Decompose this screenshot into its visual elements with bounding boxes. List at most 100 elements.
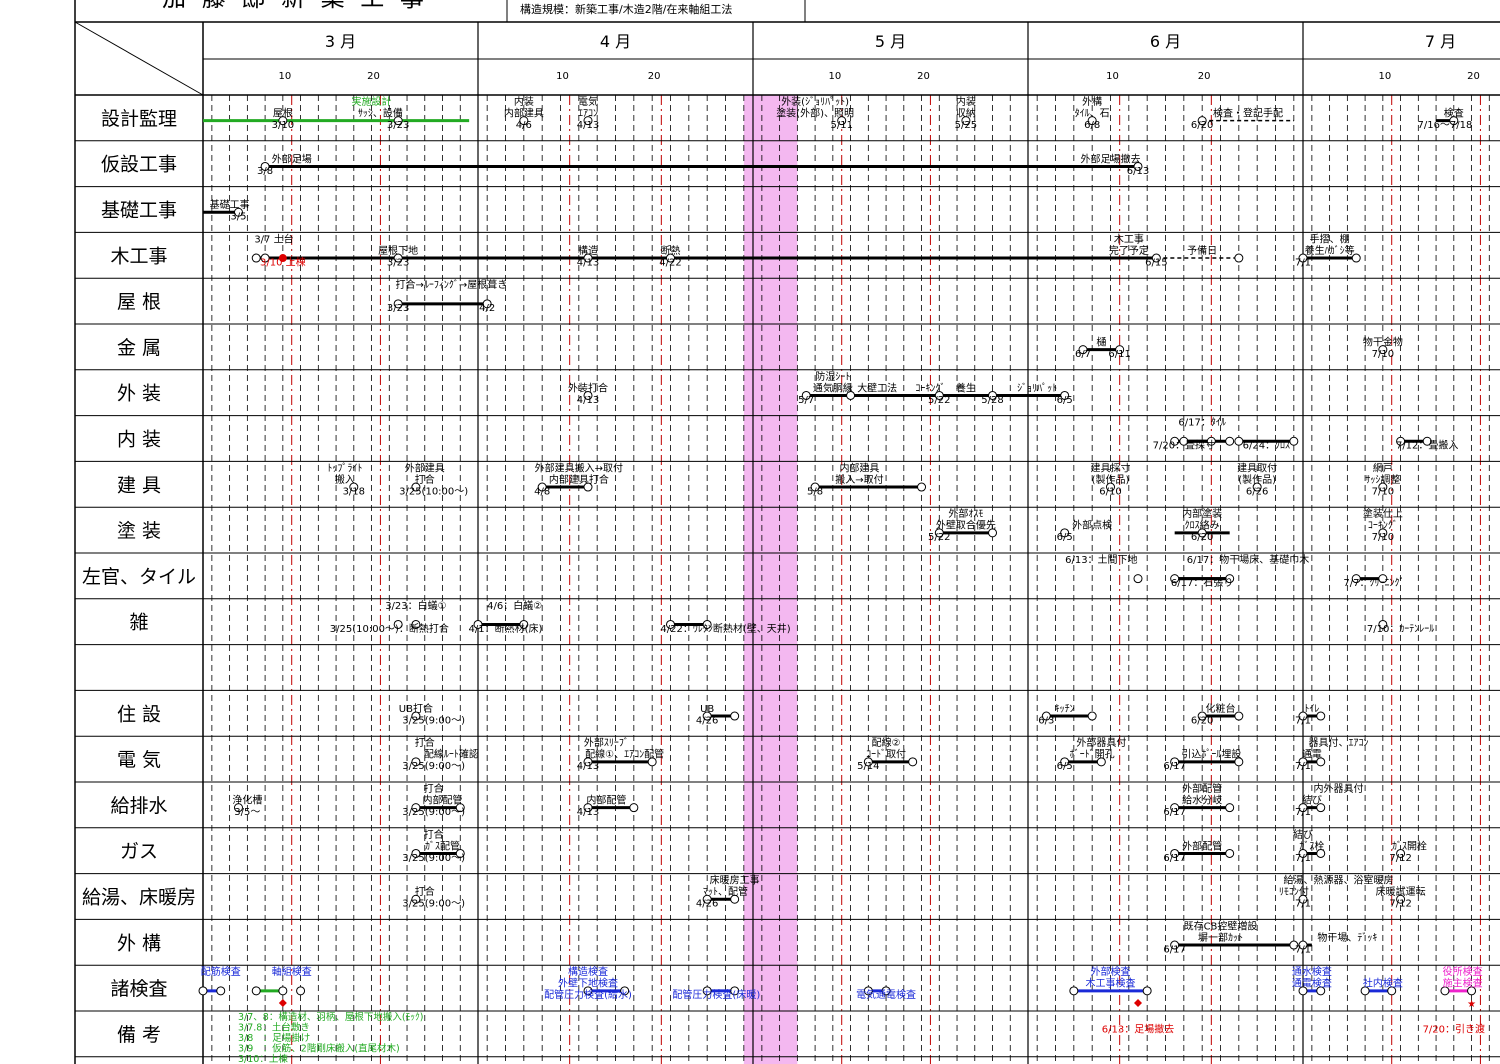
task-label: 3/25(9:00〜) (402, 899, 465, 910)
task-label: 4/8 (534, 486, 550, 497)
task-node (1133, 161, 1143, 171)
task-node (216, 986, 226, 996)
task-node (1225, 803, 1235, 813)
category-label: 左官、タイル (82, 566, 196, 588)
task-node (519, 619, 529, 629)
task-label: 化粧台 (1206, 702, 1236, 715)
category-label: 外 構 (117, 932, 161, 954)
task-label: 7/12：畳搬入 (1396, 439, 1458, 452)
task-label: ｶﾞｽ栓 (1299, 839, 1324, 852)
grid-layer (74, 0, 1500, 1064)
task-label: 内外器具付 (1313, 782, 1363, 795)
task-label: 完了予定 (1109, 244, 1149, 257)
day-tick-label: 20 (1198, 71, 1211, 82)
task-label: 樋 (1096, 336, 1106, 349)
task-label: UB打合 (399, 702, 433, 715)
task-label: 木工事 (1114, 232, 1144, 245)
task-node (988, 528, 998, 538)
task-label: 4/26 (696, 715, 718, 726)
category-label: 諸検査 (110, 978, 167, 1000)
task-label: 4/6 (516, 120, 532, 131)
task-label: 外構 (1082, 95, 1102, 108)
task-label: 3/8 (257, 166, 273, 177)
task-label: 外部足場 (272, 152, 312, 165)
header-layer: 加 藤 邸 新 築 工 事 構造規模：新築工事/木造2階/在来軸組工法 3 月1… (162, 0, 1480, 82)
task-label: 大壁工法 (857, 381, 897, 394)
task-node (411, 482, 421, 492)
task-node (1151, 253, 1161, 263)
task-label: 施主検査 (1443, 977, 1483, 990)
task-label: 木工事検査 (1086, 977, 1136, 990)
task-label: 6/17：ﾀｲﾙ (1178, 417, 1225, 429)
task-node (411, 848, 421, 858)
task-label: 打合 (415, 473, 435, 486)
task-node (233, 207, 243, 217)
milestone-diamond (1134, 999, 1142, 1007)
month-label: 6 月 (1150, 32, 1181, 51)
task-label: 6/26 (1246, 486, 1268, 497)
note-line: 3/10：上棟 (238, 1053, 288, 1064)
task-label: 7/20：畳採寸 (1153, 439, 1215, 452)
task-label: 物干金物 (1363, 336, 1403, 349)
category-label: 塗 装 (117, 519, 161, 542)
task-label: ｺｰｷﾝｸﾞ (915, 382, 945, 394)
task-label: 6/20 (1191, 120, 1213, 131)
task-node (411, 757, 421, 767)
task-node (1378, 574, 1388, 584)
task-label: ﾎﾞｰﾄﾞ開孔 (1070, 749, 1115, 761)
task-label: UB (700, 704, 714, 715)
task-label: 5/22 (928, 532, 950, 543)
task-node (393, 299, 403, 309)
marks-layer: ★ (198, 116, 1476, 1010)
task-label: 予備日 (1187, 244, 1217, 257)
task-label: 3/23 (387, 257, 409, 268)
category-label: 給湯、床暖房 (82, 887, 196, 909)
task-label: 7/1 (1295, 257, 1311, 268)
task-label: 7/20：引き渡 (1423, 1023, 1485, 1036)
task-label: 外部配管 (1182, 782, 1222, 795)
task-label: 内装 (514, 95, 534, 108)
task-label: 3/25(10:00〜) (399, 486, 468, 497)
task-node (583, 482, 593, 492)
task-label: 外壁取合優先 (936, 519, 996, 532)
task-label: 外部建具搬入→取付 (535, 461, 623, 474)
corner-diagonal (74, 21, 204, 96)
task-label: 建具取付 (1237, 461, 1277, 474)
task-node (702, 619, 712, 629)
task-node (1087, 116, 1097, 126)
task-label: 検査 (1444, 107, 1464, 120)
task-label: 給水分岐 (1182, 794, 1222, 807)
category-label: 金 属 (117, 337, 161, 359)
task-node (863, 986, 873, 996)
task-label: 屋根 (273, 107, 293, 120)
task-label: 内部建具打合 (549, 473, 609, 486)
task-label: 3/25(9:00〜) (402, 715, 465, 726)
task-label: 4/13 (577, 257, 599, 268)
task-label: 3/5〜 (234, 807, 260, 818)
task-node (629, 803, 639, 813)
task-node (1378, 619, 1388, 629)
task-node (1170, 940, 1180, 950)
task-label: 床暖試運転 (1376, 885, 1426, 898)
task-label: 7/10：ｶｰﾃﾝﾚｰﾙ (1367, 623, 1434, 635)
task-node (1360, 986, 1370, 996)
task-label: ｻｯｼ調整 (1365, 473, 1400, 486)
task-node (1298, 848, 1308, 858)
task-node (411, 894, 421, 904)
task-label: 養生 (956, 381, 976, 394)
task-label: ﾘﾓｺﾝ付 (1279, 885, 1309, 898)
task-label: 5/8 (807, 486, 823, 497)
task-label: 4/13 (577, 120, 599, 131)
task-label: 6/10 (1099, 486, 1121, 497)
task-label: 6/13：足場撤去 (1102, 1023, 1174, 1036)
task-label: 外部建具 (405, 461, 445, 474)
task-label: 外壁下地検査 (558, 977, 618, 990)
task-label: 4/1：断熱材(床) (469, 622, 543, 635)
task-label: 6/17：物干場床、基礎巾木 (1187, 553, 1309, 566)
task-node (393, 116, 403, 126)
task-label: 結び (1293, 828, 1313, 841)
task-label: 器具付、ｴｱｺﾝ (1308, 736, 1368, 749)
task-node (1234, 757, 1244, 767)
task-label: ｴｱｺﾝ (578, 109, 598, 120)
task-node (1252, 482, 1262, 492)
